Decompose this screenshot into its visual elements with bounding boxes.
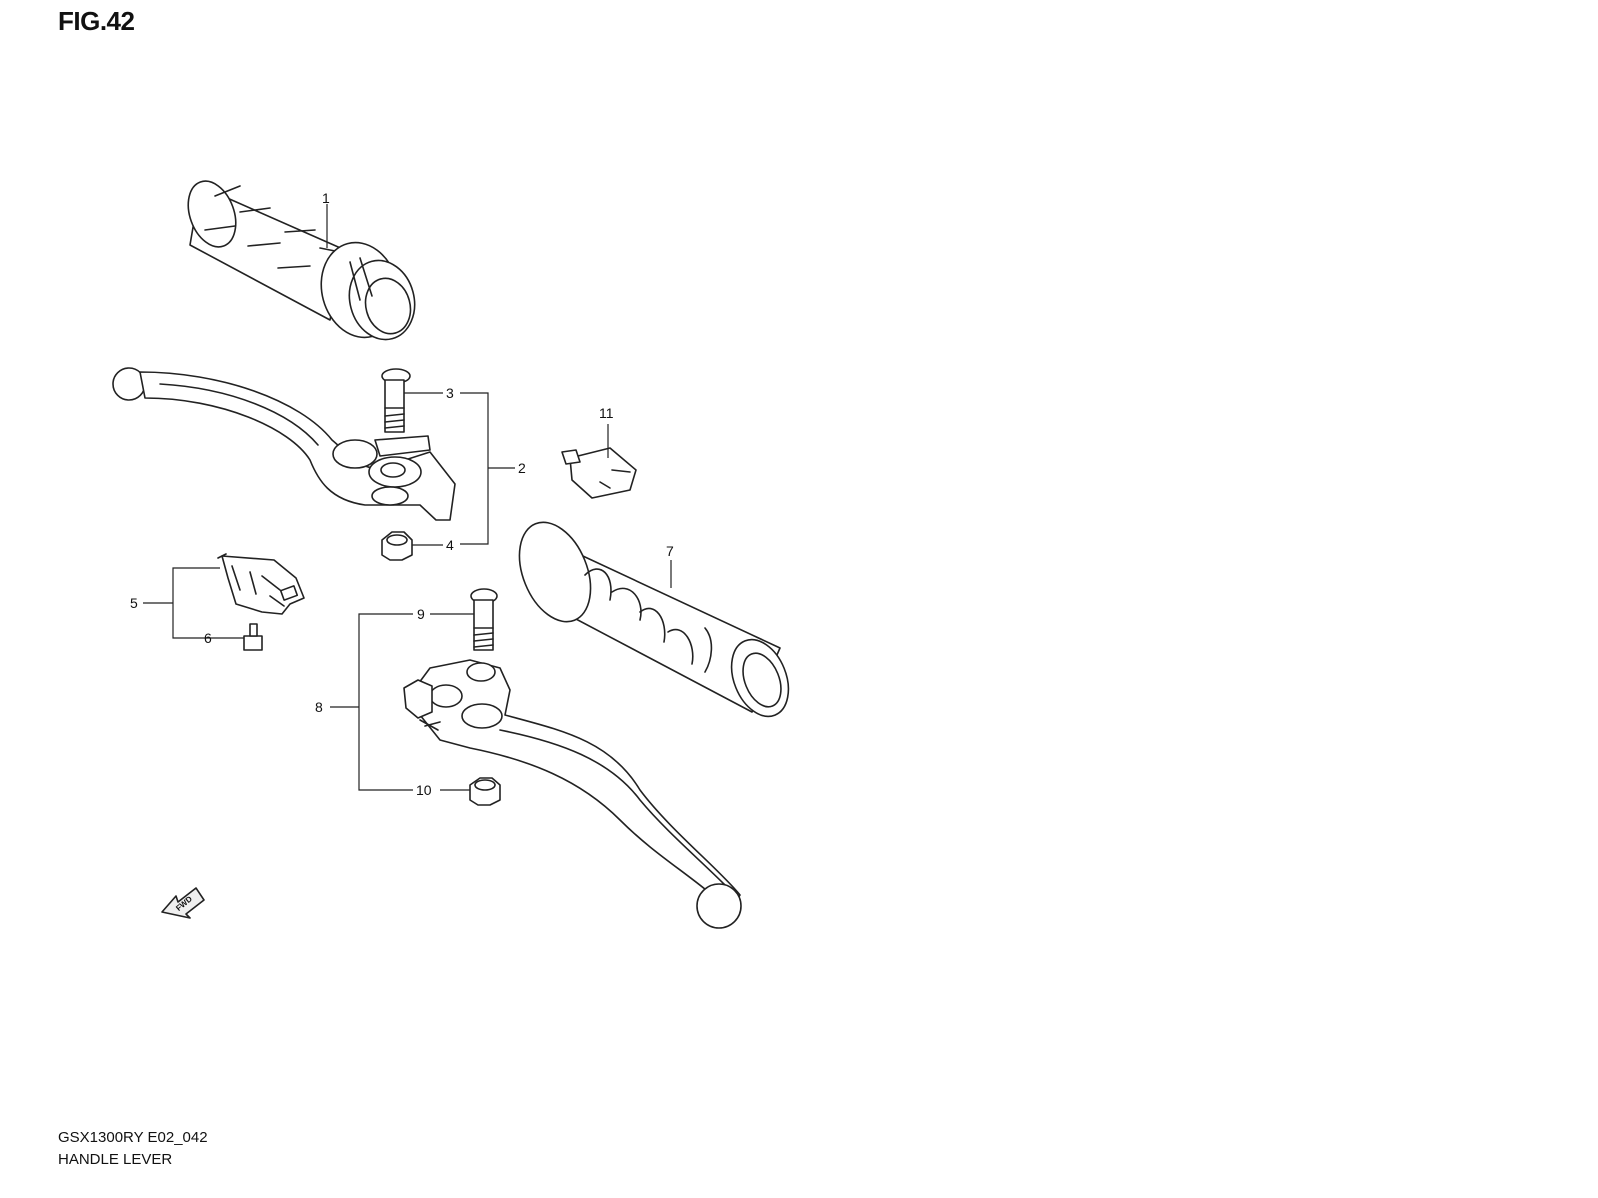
brake-lever-icon[interactable] (112, 367, 456, 521)
nut-icon[interactable] (469, 777, 501, 806)
screw-icon[interactable] (243, 623, 263, 651)
throttle-grip-icon[interactable] (180, 175, 424, 347)
callout-8: 8 (315, 699, 323, 715)
nut-icon[interactable] (381, 531, 413, 561)
switch-bracket-icon[interactable] (217, 553, 305, 615)
fwd-arrow-icon: FWD (161, 887, 205, 919)
footer-section-name: HANDLE LEVER (58, 1151, 173, 1168)
brake-light-switch-icon[interactable] (561, 447, 637, 499)
pivot-bolt-icon[interactable] (381, 368, 411, 433)
clutch-lever-icon[interactable] (403, 659, 742, 929)
callout-1: 1 (322, 190, 330, 206)
callout-4: 4 (446, 537, 454, 553)
callout-7: 7 (666, 543, 674, 559)
callout-numbers: 1 2 3 4 5 6 7 8 9 10 11 (130, 190, 674, 798)
callout-2: 2 (518, 460, 526, 476)
pivot-bolt-icon[interactable] (470, 588, 498, 651)
handle-grip-icon[interactable] (506, 512, 799, 725)
footer-model-code: GSX1300RY E02_042 (58, 1129, 208, 1146)
leader-lines (143, 204, 672, 791)
callout-5: 5 (130, 595, 138, 611)
callout-3: 3 (446, 385, 454, 401)
callout-6: 6 (204, 630, 212, 646)
callout-11: 11 (599, 405, 614, 421)
callout-10: 10 (416, 782, 432, 798)
callout-9: 9 (417, 606, 425, 622)
figure-title: FIG.42 (58, 6, 135, 36)
